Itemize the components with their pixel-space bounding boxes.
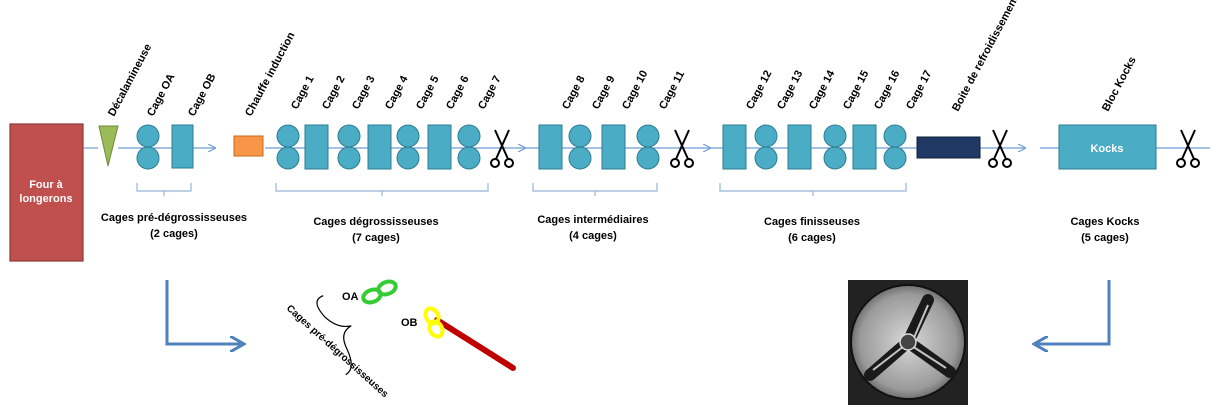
pre-roughing-detail: OA OB Cages pré-dégrossisseuses bbox=[284, 279, 516, 400]
label-cage-oa: Cage OA bbox=[145, 72, 177, 119]
cage-oa bbox=[136, 124, 160, 170]
cooling-box bbox=[916, 136, 981, 159]
label-cage-4: Cage 4 bbox=[383, 73, 411, 111]
group-label-roughing: Cages dégrossisseuses bbox=[313, 216, 438, 228]
scissors-icon-2 bbox=[670, 129, 694, 168]
label-descaler: Décalamineuse bbox=[106, 42, 154, 118]
yellow-rolls-icon bbox=[423, 306, 445, 339]
arrow-to-photo bbox=[1034, 280, 1111, 344]
label-cage-5: Cage 5 bbox=[414, 74, 442, 111]
label-kocks-block: Bloc Kocks bbox=[1100, 55, 1139, 114]
kocks-box-label: Kocks bbox=[1090, 143, 1123, 155]
cage-5 bbox=[396, 124, 420, 170]
furnace-label-line1: Four à bbox=[29, 179, 63, 191]
green-rolls-icon bbox=[361, 279, 398, 305]
cage-2 bbox=[304, 124, 329, 170]
cage-3 bbox=[337, 124, 361, 170]
label-cage-10: Cage 10 bbox=[620, 69, 650, 112]
induction-heater bbox=[233, 135, 264, 157]
scissors-icon-3 bbox=[988, 129, 1012, 168]
kocks-block: Kocks bbox=[1058, 124, 1157, 170]
cage-9 bbox=[568, 124, 592, 170]
cage-1 bbox=[276, 124, 300, 170]
label-cage-12: Cage 12 bbox=[744, 69, 774, 112]
group-label-intermediate: Cages intermédiaires bbox=[537, 214, 648, 226]
cage-6 bbox=[427, 124, 452, 170]
label-cage-ob: Cage OB bbox=[186, 72, 218, 119]
label-cage-7: Cage 7 bbox=[476, 74, 504, 111]
detail-label-ob: OB bbox=[401, 317, 418, 329]
label-cage-3: Cage 3 bbox=[350, 74, 378, 111]
cage-14 bbox=[787, 124, 812, 170]
cage-13 bbox=[754, 124, 778, 170]
detail-label-oa: OA bbox=[342, 291, 359, 303]
group-count-pre-roughing: (2 cages) bbox=[150, 228, 198, 240]
cage-ob bbox=[171, 124, 194, 169]
cage-7 bbox=[457, 124, 481, 170]
group-count-roughing: (7 cages) bbox=[352, 232, 400, 244]
group-label-finishing: Cages finisseuses bbox=[764, 216, 860, 228]
label-cage-8: Cage 8 bbox=[560, 74, 588, 111]
label-cage-17: Cage 17 bbox=[904, 69, 934, 112]
label-cage-11: Cage 11 bbox=[657, 69, 687, 111]
cage-15 bbox=[823, 124, 847, 170]
brace-label: Cages pré-dégrossisseuses bbox=[284, 303, 390, 400]
curly-brace bbox=[316, 295, 352, 376]
group-brackets bbox=[136, 183, 907, 196]
arrow-to-detail bbox=[165, 280, 244, 344]
label-cage-6: Cage 6 bbox=[444, 74, 472, 111]
scissors-icon-4 bbox=[1176, 129, 1200, 168]
kocks-photo bbox=[848, 280, 968, 405]
group-label-kocks: Cages Kocks bbox=[1070, 216, 1139, 228]
descaler-icon bbox=[98, 125, 119, 167]
label-cooling: Boite de refroidissement bbox=[950, 0, 1021, 113]
red-rod bbox=[434, 317, 516, 371]
label-cage-14: Cage 14 bbox=[807, 68, 838, 112]
cage-16 bbox=[852, 124, 877, 170]
cage-10 bbox=[601, 124, 626, 170]
label-cage-13: Cage 13 bbox=[775, 69, 805, 112]
furnace: Four à longerons bbox=[9, 123, 84, 262]
group-label-pre-roughing: Cages pré-dégrossisseuses bbox=[101, 212, 247, 224]
group-count-kocks: (5 cages) bbox=[1081, 232, 1129, 244]
cage-8 bbox=[538, 124, 563, 170]
cage-12 bbox=[722, 124, 747, 170]
cage-11 bbox=[636, 124, 660, 170]
furnace-label-line2: longerons bbox=[19, 193, 72, 205]
cage-17 bbox=[883, 124, 907, 170]
scissors-icon-1 bbox=[490, 129, 514, 168]
group-count-intermediate: (4 cages) bbox=[569, 230, 617, 242]
cage-4 bbox=[367, 124, 392, 170]
label-cage-9: Cage 9 bbox=[590, 74, 618, 111]
label-cage-1: Cage 1 bbox=[289, 74, 317, 111]
label-cage-16: Cage 16 bbox=[872, 69, 902, 112]
label-cage-15: Cage 15 bbox=[841, 69, 871, 112]
label-cage-2: Cage 2 bbox=[320, 74, 348, 111]
group-count-finishing: (6 cages) bbox=[788, 232, 836, 244]
